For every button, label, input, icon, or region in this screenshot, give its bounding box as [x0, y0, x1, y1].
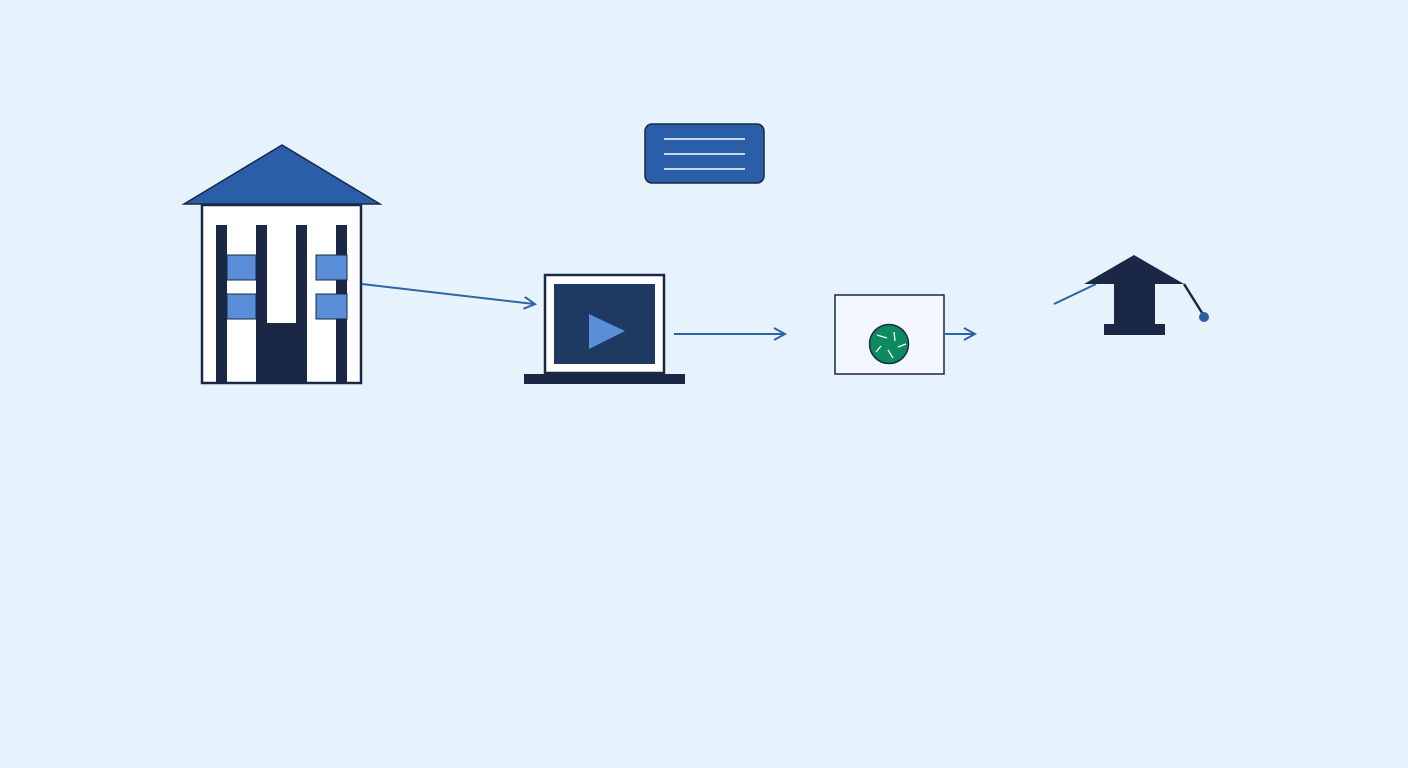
laptop-play-icon [524, 273, 685, 384]
edge-school-to-laptop [361, 283, 534, 304]
graduation-cap-icon [1053, 255, 1209, 335]
camera-aperture-icon [834, 294, 945, 375]
school-building-icon [181, 144, 383, 385]
menu-lines-icon [644, 123, 765, 184]
